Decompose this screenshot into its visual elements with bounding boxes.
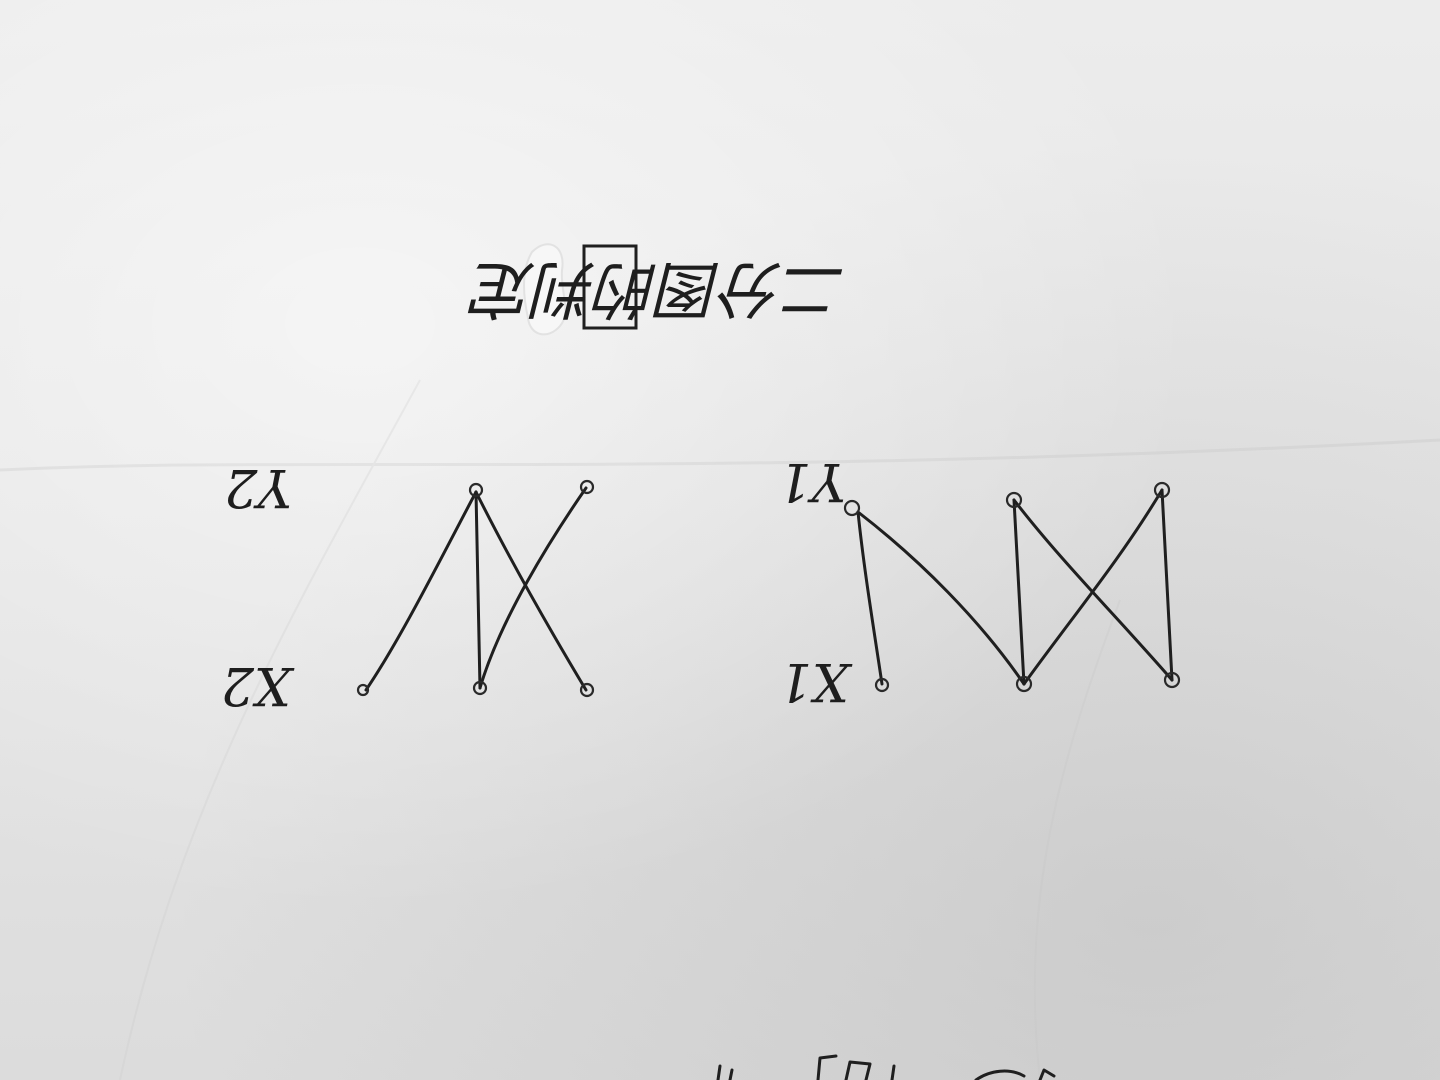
partial-bottom-writing [716, 1054, 1056, 1080]
left-bottom-label: X2 [221, 655, 295, 715]
right-top-vertex-2 [1005, 491, 1023, 509]
right-graph-edges [856, 488, 1174, 686]
heading-text: 二分图的判定 [467, 253, 846, 326]
left-top-vertex-1 [468, 482, 484, 498]
heading-box [582, 244, 638, 330]
left-bottom-vertex-1 [356, 683, 370, 697]
left-graph-vertices [356, 479, 595, 698]
left-graph-edges [364, 486, 588, 692]
left-bottom-vertex-2 [472, 680, 488, 696]
right-bottom-label: X1 [779, 651, 853, 711]
left-top-vertex-2 [579, 479, 595, 495]
right-graph-vertices [843, 481, 1181, 693]
right-top-vertex-1 [843, 499, 861, 517]
right-top-vertex-3 [1153, 481, 1171, 499]
left-top-label: Y2 [224, 457, 291, 517]
right-bottom-vertex-3 [1163, 671, 1181, 689]
left-bottom-vertex-3 [579, 682, 595, 698]
right-top-label: Y1 [778, 451, 845, 511]
right-bottom-vertex-1 [874, 677, 890, 693]
right-bottom-vertex-2 [1015, 675, 1033, 693]
paper-creases [0, 379, 1440, 1080]
correction-fluid-blob [523, 243, 567, 336]
